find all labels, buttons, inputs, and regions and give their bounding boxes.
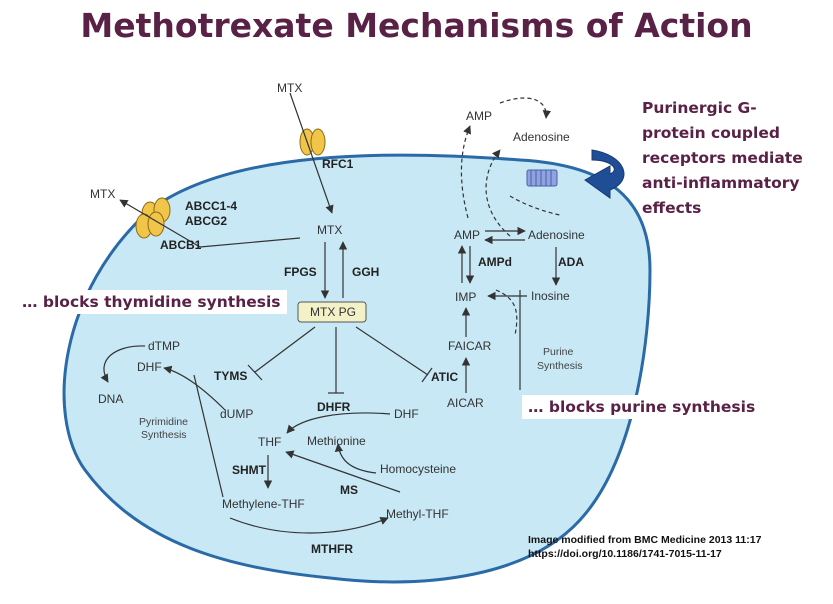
label-abcg2: ABCG2 (185, 214, 227, 228)
cell-membrane (62, 153, 652, 584)
label-purine: Purine (543, 346, 574, 358)
label-amp-intracellular: AMP (454, 228, 480, 242)
label-abcb1: ABCB1 (160, 238, 202, 252)
label-dhf-folate: DHF (394, 407, 419, 421)
label-dhfr: DHFR (317, 400, 351, 414)
label-adenosine-intracellular: Adenosine (528, 228, 585, 242)
label-thf: THF (258, 435, 281, 449)
label-ada: ADA (558, 255, 584, 269)
label-mtx-intracellular: MTX (317, 223, 342, 237)
label-dump: dUMP (220, 407, 253, 421)
label-homocysteine: Homocysteine (380, 462, 456, 476)
label-faicar: FAICAR (448, 339, 492, 353)
label-ggh: GGH (352, 265, 379, 279)
label-pyrimidine: Pyrimidine (139, 416, 188, 428)
label-fpgs: FPGS (284, 265, 317, 279)
callout-thymidine: … blocks thymidine synthesis (16, 290, 287, 314)
label-methylene-thf: Methylene-THF (222, 497, 305, 511)
citation: Image modified from BMC Medicine 2013 11… (528, 533, 761, 561)
label-ms: MS (340, 483, 358, 497)
label-pyrimidine-synthesis: Synthesis (141, 429, 187, 441)
callout-receptor-line: anti-inflammatory (642, 174, 800, 192)
label-imp: IMP (455, 290, 476, 304)
citation-doi: https://doi.org/10.1186/1741-7015-11-17 (528, 548, 722, 560)
label-mthfr: MTHFR (311, 542, 353, 556)
callout-receptor-line: receptors mediate (642, 149, 803, 167)
label-aicar: AICAR (447, 396, 484, 410)
label-mtx-pg: MTX PG (310, 305, 356, 319)
callout-purine: … blocks purine synthesis (522, 395, 762, 419)
callout-receptor-line: effects (642, 199, 702, 217)
label-dna: DNA (98, 392, 123, 406)
label-atic: ATIC (431, 370, 458, 384)
page-title: Methotrexate Mechanisms of Action (80, 6, 753, 45)
citation-source: Image modified from BMC Medicine 2013 11… (528, 534, 762, 546)
callout-receptor-line: Purinergic G- (642, 99, 757, 117)
label-abcc: ABCC1-4 (185, 199, 237, 213)
label-dhf-pyrimidine: DHF (137, 360, 162, 374)
label-dtmp: dTMP (148, 339, 180, 353)
callout-receptor-line: protein coupled (642, 124, 780, 142)
label-methyl-thf: Methyl-THF (386, 507, 449, 521)
label-ampd: AMPd (478, 255, 512, 269)
mtx-pg-box (297, 301, 367, 323)
label-mtx-extracellular-left: MTX (90, 187, 115, 201)
callout-receptor: Purinergic G- protein coupled receptors … (642, 96, 832, 221)
receptor-arrow-icon (584, 149, 625, 199)
label-tyms: TYMS (214, 369, 247, 383)
label-rfc1: RFC1 (322, 157, 354, 171)
label-purine-synthesis: Synthesis (537, 360, 583, 372)
label-methionine: Methionine (307, 434, 366, 448)
receptor-icon (526, 169, 558, 187)
label-amp-extracellular: AMP (466, 109, 492, 123)
label-mtx-extracellular-top: MTX (277, 81, 302, 95)
label-inosine: Inosine (531, 289, 570, 303)
label-adenosine-extracellular: Adenosine (513, 130, 570, 144)
label-shmt: SHMT (232, 463, 267, 477)
